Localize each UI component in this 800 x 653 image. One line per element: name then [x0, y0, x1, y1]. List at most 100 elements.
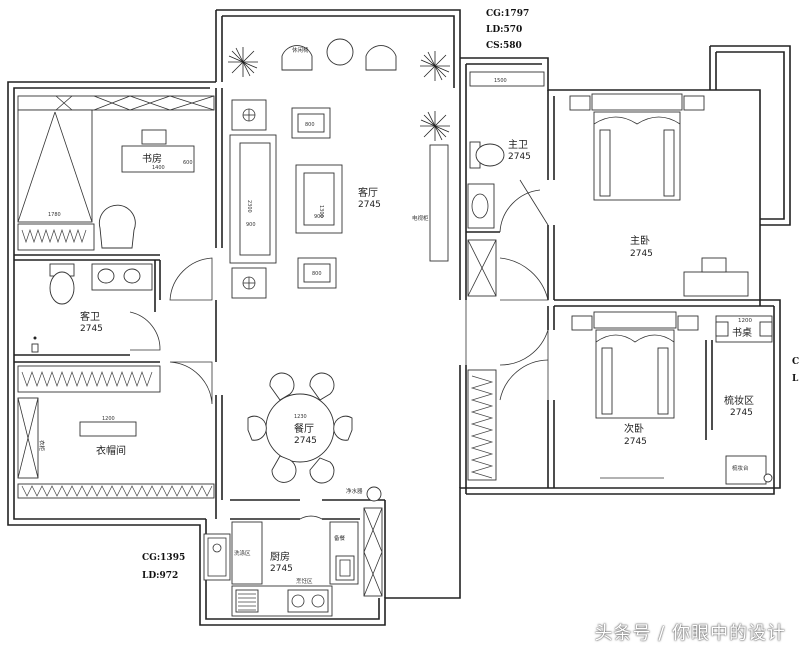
master-top-dim: 1500	[494, 78, 507, 84]
chair-top-dim: 800	[305, 122, 315, 128]
kitchen-room: 洗涤区 烹饪区 备餐 净水器 厨房 2745	[203, 486, 383, 617]
desk2-dim: 1200	[738, 318, 752, 324]
tv-cabinet	[429, 144, 449, 262]
guest-toilet	[49, 271, 75, 305]
study-lounge-chair	[98, 204, 136, 249]
nightstand-right	[683, 95, 705, 111]
tv-cabinet-label: 电视柜	[412, 214, 429, 222]
balcony-chair-left	[281, 45, 313, 71]
plant-icon	[420, 111, 450, 141]
study-room: 1780 书房 1400 600	[17, 95, 215, 251]
kitchen-oven	[335, 555, 355, 581]
plant-icon	[228, 47, 258, 77]
outer-walls	[7, 9, 791, 626]
wardrobe-label: 衣帽间	[96, 444, 126, 457]
notes-right-edge: C L	[792, 357, 799, 384]
dining-room: 1230 餐厅 2745	[247, 372, 353, 484]
study-desk	[121, 145, 195, 173]
kitchen-left-counter	[231, 521, 263, 585]
side-table-top	[231, 99, 267, 131]
note-top-1: CG:1797	[486, 9, 529, 19]
kitchen-tall-cabinet	[363, 507, 383, 597]
second-wardrobe	[467, 369, 497, 481]
master-bath-shelf	[469, 71, 545, 87]
sink-area-label: 洗涤区	[234, 549, 251, 557]
chair-bottom-dim: 800	[312, 271, 322, 277]
study-label: 书房	[142, 152, 162, 165]
notes-top: CG:1797 LD:570 CS:580	[486, 9, 529, 51]
plant-icon	[420, 51, 450, 81]
master-bath-height: 2745	[508, 152, 531, 162]
note-right-2: L	[792, 374, 799, 384]
makeup-table	[725, 455, 767, 485]
wardrobe-island	[79, 421, 137, 437]
wardrobe-top-rack	[17, 365, 161, 393]
nightstand-2-right	[677, 315, 699, 331]
desk-label: 书桌	[732, 326, 752, 339]
nightstand-2-left	[571, 315, 593, 331]
guest-bath-label: 客卫	[80, 310, 100, 323]
second-bedroom-label: 次卧	[624, 422, 644, 435]
watermark-text: 头条号 / 你眼中的设计	[594, 623, 786, 644]
study-top-cabinet	[17, 95, 215, 111]
note-bottom-2: LD:972	[142, 571, 178, 581]
dining-height: 2745	[294, 436, 317, 446]
study-chair	[141, 129, 167, 145]
master-toilet	[475, 143, 505, 167]
notes-bottom: CG:1395 LD:972	[142, 553, 185, 581]
master-bedroom-label: 主卧	[630, 234, 650, 247]
dressing-height: 2745	[730, 408, 753, 418]
nightstand-left	[569, 95, 591, 111]
table-w-dim: 900	[314, 214, 324, 220]
guest-bath-height: 2745	[80, 324, 103, 334]
wardrobe-bottom-rack	[17, 483, 215, 499]
leisure-chair-label: 休闲椅	[292, 46, 309, 54]
water-label: 净水器	[346, 487, 363, 495]
master-bath-label: 主卫	[508, 139, 528, 151]
kitchen-stove	[287, 589, 329, 613]
study-desk-dim: 1400	[152, 165, 165, 171]
dressing-label: 梳妆区	[724, 394, 754, 407]
second-headboard	[593, 311, 677, 329]
bed-dim: 1780	[48, 212, 61, 218]
guest-bath: 客卫 2745	[31, 263, 153, 353]
kitchen-height: 2745	[270, 564, 293, 574]
water-purifier-icon	[366, 486, 382, 502]
kitchen-grate	[235, 589, 259, 613]
balcony-chair-right	[365, 45, 397, 71]
dining-chairs	[247, 372, 353, 484]
master-desk	[683, 271, 749, 297]
study-desk-w-dim: 600	[183, 160, 193, 166]
makeup-label: 梳妆台	[732, 464, 749, 472]
balcony-table	[326, 38, 354, 66]
note-right-1: C	[792, 357, 799, 367]
dining-label: 餐厅	[294, 422, 314, 435]
master-bedroom: 主卧 2745	[569, 93, 749, 297]
living-height: 2745	[358, 200, 381, 210]
master-desk-chair	[701, 257, 727, 273]
kitchen-label: 厨房	[270, 550, 290, 563]
dining-table-dim: 1230	[294, 414, 307, 420]
cook-area-label: 烹饪区	[296, 577, 313, 585]
wardrobe-side-label: 衣柜	[38, 440, 46, 452]
master-bedroom-height: 2745	[630, 249, 653, 259]
master-headboard	[591, 93, 683, 111]
master-basin	[467, 183, 495, 229]
living-room: 休闲椅 2300 900 800 800	[228, 38, 450, 299]
note-top-3: CS:580	[486, 41, 522, 51]
note-bottom-1: CG:1395	[142, 553, 185, 563]
table-len-dim: 1300	[318, 205, 324, 218]
sofa-len-dim: 2300	[246, 200, 252, 213]
study-bed	[17, 109, 93, 223]
sofa-w-dim: 900	[246, 222, 256, 228]
living-label: 客厅	[358, 186, 378, 199]
master-bath: 1500 主卫 2745	[467, 71, 545, 297]
prep-label: 备餐	[334, 534, 346, 542]
doors	[129, 179, 549, 520]
wardrobe-room: 衣柜 1200 衣帽间	[17, 365, 215, 499]
second-bedroom: 次卧 2745 1200 书桌 梳妆区 2745 梳妆台	[467, 311, 773, 485]
second-bedroom-height: 2745	[624, 437, 647, 447]
island-dim: 1200	[102, 416, 115, 422]
note-top-2: LD:570	[486, 25, 522, 35]
